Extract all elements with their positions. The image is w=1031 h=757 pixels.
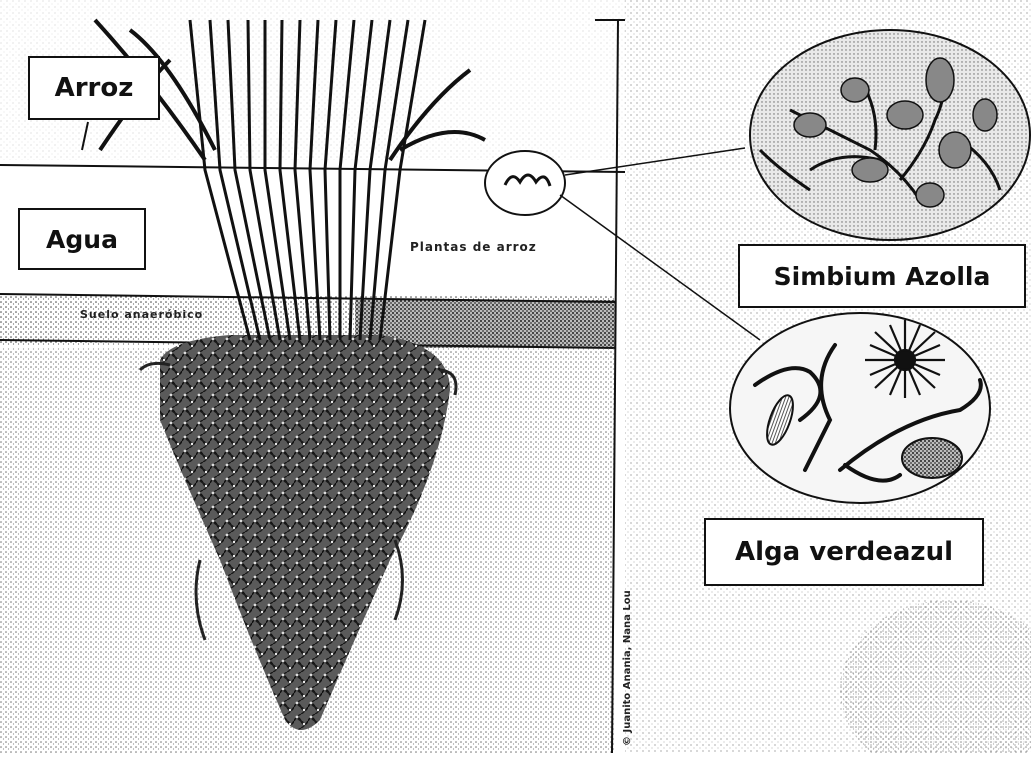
rice-label: Arroz (28, 56, 160, 120)
credit-text: © Juanito Anania, Nana Lou (622, 590, 633, 746)
azolla-patch-callout (485, 151, 565, 215)
azolla-label: Simbium Azolla (738, 244, 1026, 308)
azolla-detail-circle (750, 30, 1030, 240)
soil-annotation: Suelo anaeróbico (80, 308, 203, 321)
rice-plants-annotation: Plantas de arroz (410, 240, 537, 254)
water-label: Agua (18, 208, 146, 270)
algae-label: Alga verdeazul (704, 518, 984, 586)
algae-colony-mass (902, 438, 962, 478)
